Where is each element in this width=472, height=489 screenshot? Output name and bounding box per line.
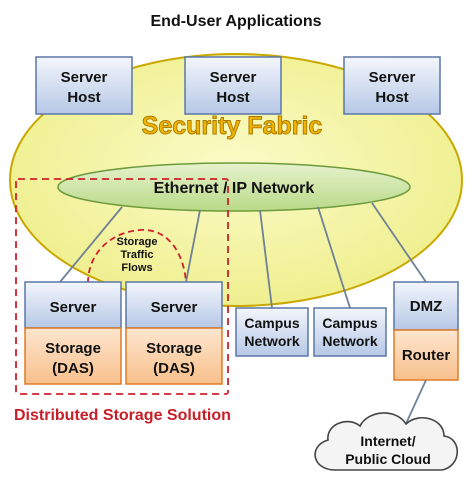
dmz-label: DMZ: [410, 298, 443, 315]
traffic-flow-line1: Storage: [117, 236, 158, 248]
dmz-router: DMZ Router: [393, 281, 459, 381]
server-host-1: Server Host: [35, 56, 133, 115]
cloud-line1: Internet/: [360, 433, 415, 449]
distributed-storage-region: [15, 178, 229, 395]
link-network-server2: [185, 209, 201, 283]
link-network-campus1: [259, 209, 273, 309]
storage-node-2-das: (DAS): [153, 360, 195, 377]
network-ellipse: [57, 162, 411, 212]
security-fabric-label: Security Fabric: [142, 112, 323, 140]
server-host-3-line2: Host: [375, 89, 408, 106]
campus-network-1: Campus Network: [235, 307, 309, 357]
traffic-flow-line3: Flows: [121, 262, 152, 274]
cloud-line2: Public Cloud: [345, 451, 431, 467]
storage-node-1-das: (DAS): [52, 360, 94, 377]
server-host-2-line1: Server: [210, 69, 257, 86]
storage-node-1: Server Storage (DAS): [24, 281, 122, 385]
server-host-1-line2: Host: [67, 89, 100, 106]
traffic-flow-line2: Traffic: [120, 249, 153, 261]
link-network-dmz: [371, 202, 427, 283]
router-label: Router: [402, 347, 450, 364]
campus-network-1-line1: Campus: [244, 315, 299, 331]
network-label: Ethernet / IP Network: [154, 180, 315, 197]
server-host-2-line2: Host: [216, 89, 249, 106]
storage-node-2-server: Server: [151, 299, 198, 316]
storage-node-1-server: Server: [50, 299, 97, 316]
campus-network-2-line2: Network: [322, 333, 377, 349]
campus-network-2: Campus Network: [313, 307, 387, 357]
storage-node-2-storage: Storage: [146, 340, 202, 357]
link-router-cloud: [403, 379, 427, 429]
link-network-campus2: [317, 206, 351, 309]
storage-node-2: Server Storage (DAS): [125, 281, 223, 385]
server-host-3: Server Host: [343, 56, 441, 115]
server-host-1-line1: Server: [61, 69, 108, 86]
server-host-3-line1: Server: [369, 69, 416, 86]
server-host-2: Server Host: [184, 56, 282, 115]
link-network-server1: [59, 206, 123, 283]
storage-traffic-flow-arc: [87, 229, 187, 284]
storage-node-1-storage: Storage: [45, 340, 101, 357]
campus-network-1-line2: Network: [244, 333, 299, 349]
diagram-title: End-User Applications: [151, 13, 322, 30]
campus-network-2-line1: Campus: [322, 315, 377, 331]
cloud-icon: [314, 412, 458, 471]
distributed-storage-label: Distributed Storage Solution: [14, 407, 231, 424]
